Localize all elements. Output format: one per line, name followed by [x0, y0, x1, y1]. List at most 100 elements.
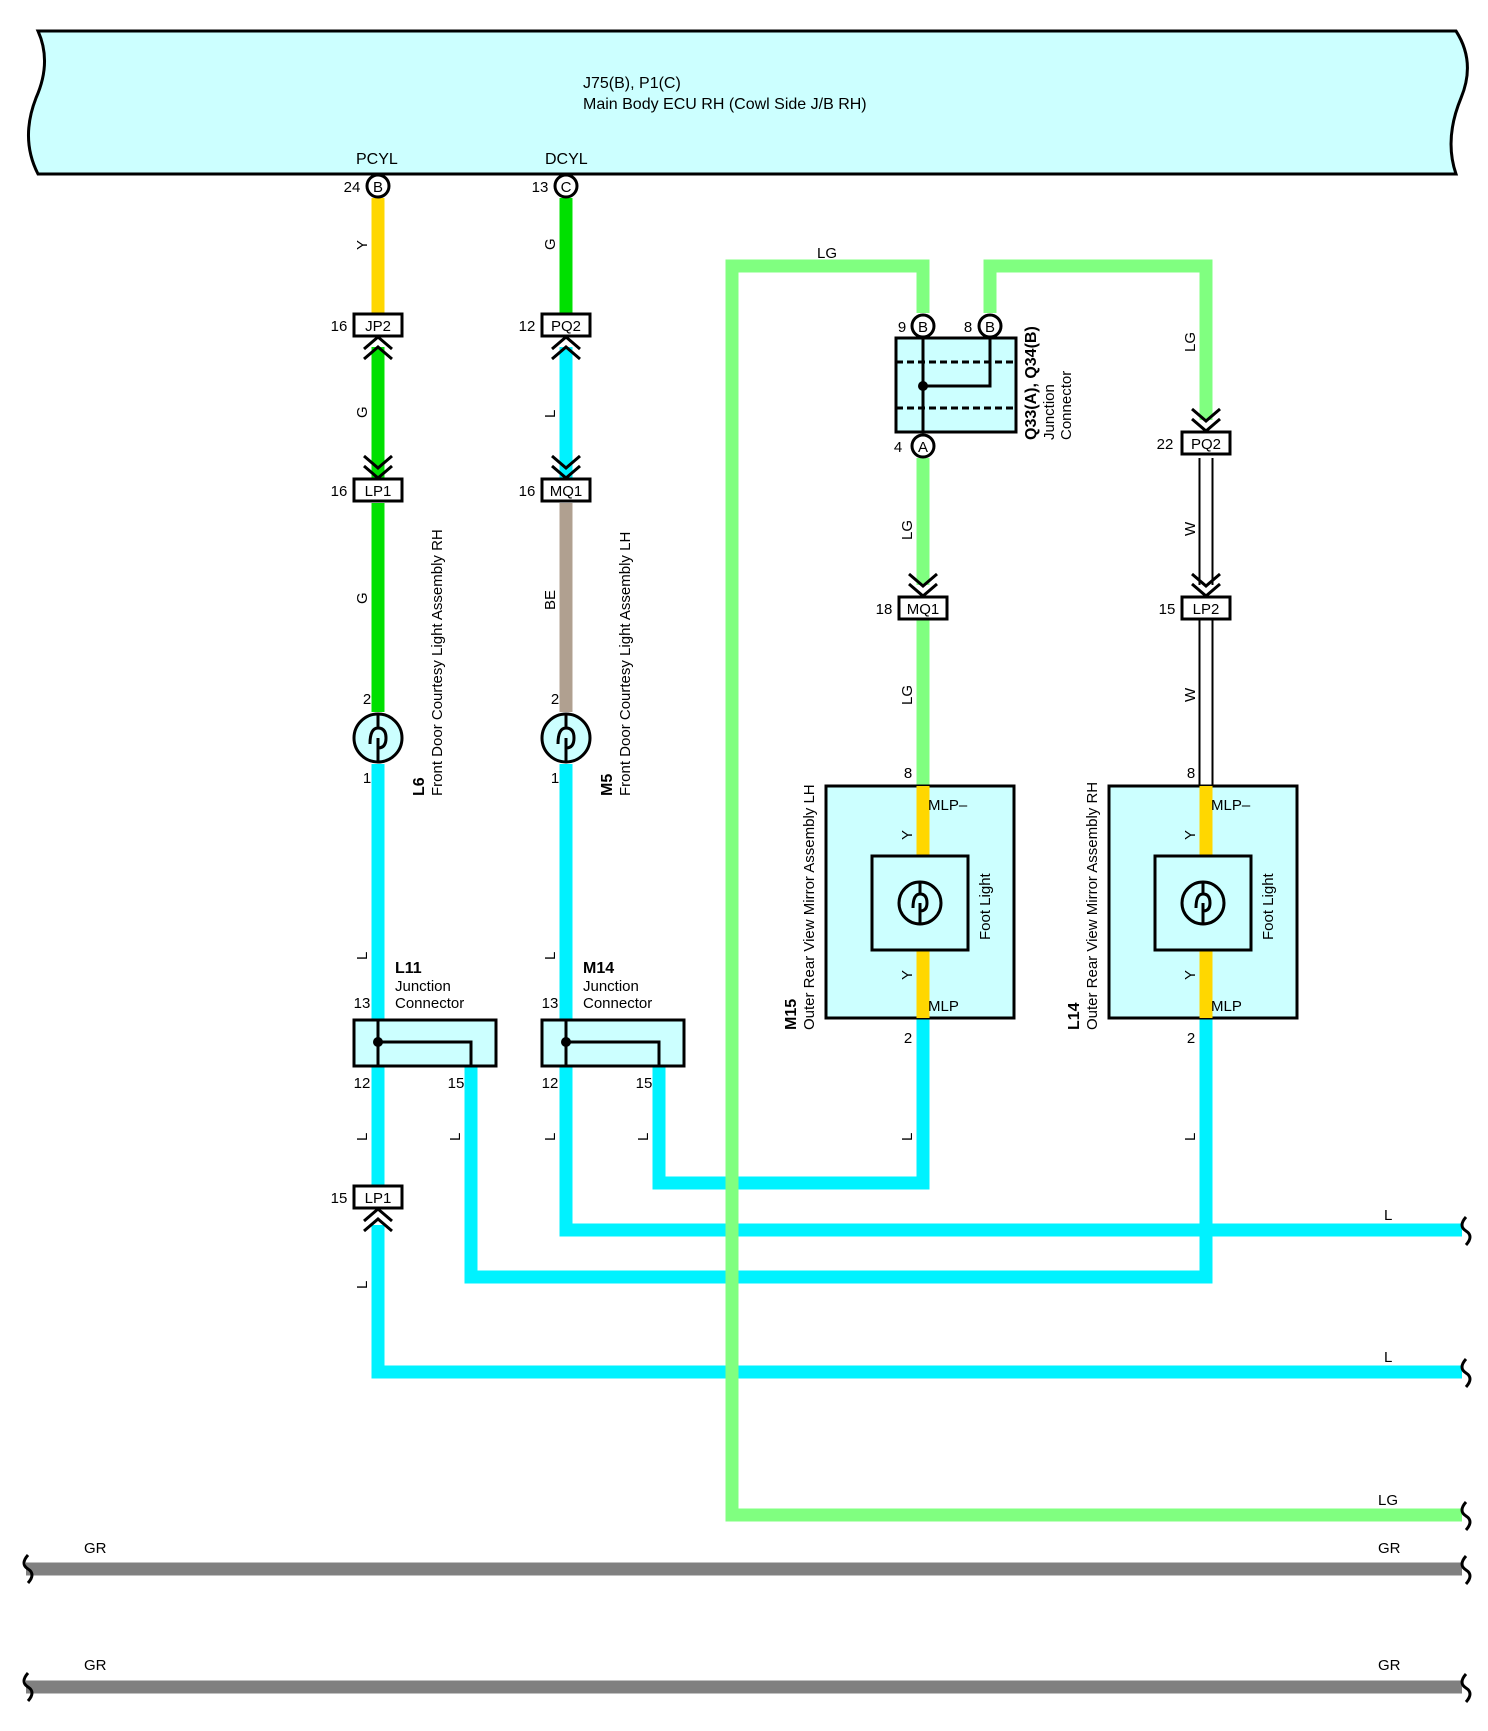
q33-pin8	[977, 313, 1003, 339]
mirror-l14-pin-top: 8	[1187, 765, 1195, 782]
junction-m14-line3: Connector	[583, 995, 652, 1012]
q33-node	[918, 381, 928, 391]
connector-pq2-left-label: PQ2	[551, 318, 581, 335]
q33-pin9-letter: B	[918, 319, 928, 336]
break-mark-gr-2-left	[22, 1672, 34, 1702]
mirror-m15-term-bottom: MLP	[928, 998, 959, 1015]
q33-pin9	[910, 313, 936, 339]
junction-m14-bus-branch	[566, 1040, 661, 1066]
wire-labels: Y G G L L L L G L BE L L L LG LG LG Y Y …	[84, 238, 1401, 1674]
connector-jp2-label: JP2	[365, 318, 391, 335]
mirror-m15-inner-label-wrap: Foot Light	[977, 872, 994, 940]
wire-label-g-2: G	[354, 592, 371, 604]
lamp-l6-id: L6	[411, 777, 428, 796]
junction-m14-id: M14	[583, 960, 614, 977]
break-mark-gr-1-right	[1460, 1555, 1472, 1585]
wire-label-y-5: Y	[1182, 970, 1199, 980]
q33-label: Q33(A), Q34(B) Junction Connector	[1023, 326, 1075, 440]
junction-l11-pin-out1: 12	[354, 1075, 371, 1092]
lamp-m5-pin-bottom: 1	[551, 770, 559, 787]
break-marks	[22, 1216, 1472, 1703]
junction-l11-pin-out2: 15	[448, 1075, 465, 1092]
junction-l11-line3: Connector	[395, 995, 464, 1012]
lamp-l6-name: Front Door Courtesy Light Assembly RH	[429, 529, 446, 796]
connector-lp2-arrow	[1191, 572, 1221, 598]
wire-label-w-2: W	[1182, 687, 1199, 702]
terminal-pcyl: PCYL	[356, 151, 398, 168]
wire-label-be: BE	[542, 590, 559, 610]
lamp-m5-label: M5 Front Door Courtesy Light Assembly LH	[599, 532, 634, 796]
connector-pq2-right-label: PQ2	[1191, 436, 1221, 453]
wire-label-y-2: Y	[899, 830, 916, 840]
pin-pcyl	[365, 173, 391, 199]
ecu-block	[26, 29, 1469, 176]
wire-label-lg-4: LG	[1182, 332, 1199, 352]
connector-mq1-right-arrow	[908, 572, 938, 598]
pin-pcyl-letter: B	[373, 179, 383, 196]
wire-label-w-1: W	[1182, 521, 1199, 536]
break-mark-lg	[1460, 1501, 1472, 1531]
wire-label-lg-3: LG	[899, 685, 916, 705]
break-mark-gr-2-right	[1460, 1673, 1472, 1703]
mirror-l14-name: Outer Rear View Mirror Assembly RH	[1084, 782, 1101, 1030]
mirror-l14-term-bottom: MLP	[1211, 998, 1242, 1015]
connector-mq1-left-pin: 16	[519, 483, 536, 500]
junction-l11-node	[373, 1037, 383, 1047]
wire-label-l-2: L	[354, 1133, 371, 1141]
mirror-l14-pin-bottom: 2	[1187, 1030, 1195, 1047]
mirror-m15-name: Outer Rear View Mirror Assembly LH	[801, 784, 818, 1030]
break-mark-l-1	[1460, 1216, 1472, 1246]
wire-label-gr-2: GR	[1378, 1540, 1401, 1557]
mirror-l14-filament-icon	[1194, 882, 1212, 924]
connector-jp2-pin: 16	[331, 318, 348, 335]
wire-label-l-12: L	[1384, 1349, 1392, 1366]
wire-label-l-5: L	[542, 410, 559, 418]
connector-lp1-top-arrow	[363, 454, 393, 480]
mirror-m15-label: M15 Outer Rear View Mirror Assembly LH	[783, 784, 818, 1030]
q33-label-line1: Q33(A), Q34(B)	[1023, 326, 1040, 440]
junction-m14-pin-out1: 12	[542, 1075, 559, 1092]
mirror-l14-inner-label: Foot Light	[1260, 872, 1277, 940]
connector-lp1-top-pin: 16	[331, 483, 348, 500]
connector-lp1-bottom-arrow	[363, 1207, 393, 1233]
wire-label-lg-1: LG	[817, 245, 837, 262]
wire-label-l-4: L	[447, 1133, 464, 1141]
lamp-m5-name: Front Door Courtesy Light Assembly LH	[617, 532, 634, 796]
wire-lg-loop	[725, 259, 1462, 1522]
wire-l-l11-pin15	[464, 1018, 1213, 1284]
lamp-l6	[352, 712, 404, 764]
mirror-m15-pin-bottom: 2	[904, 1030, 912, 1047]
terminal-dcyl: DCYL	[545, 151, 588, 168]
connector-pq2-left-pin: 12	[519, 318, 536, 335]
connector-pq2-right-arrow	[1191, 407, 1221, 433]
wire-label-l-3: L	[354, 1281, 371, 1289]
connector-lp2-label: LP2	[1193, 601, 1220, 618]
q33-pin4-letter: A	[918, 439, 928, 456]
junction-m14-pin-in: 13	[542, 995, 559, 1012]
lamp-m5-pin-top: 2	[551, 691, 559, 708]
connector-pq2-left-arrow	[551, 335, 581, 361]
break-mark-l-2	[1460, 1358, 1472, 1388]
lamp-l6-pin-top: 2	[363, 691, 371, 708]
junction-m14-node	[561, 1037, 571, 1047]
pin-dcyl	[553, 173, 579, 199]
connector-mq1-left-label: MQ1	[550, 483, 583, 500]
connector-mq1-right-pin: 18	[876, 601, 893, 618]
mirror-m15-inner-label: Foot Light	[977, 872, 994, 940]
mirror-m15-id: M15	[783, 999, 800, 1030]
ecu-title: J75(B), P1(C)	[583, 75, 681, 92]
wire-label-gr-1: GR	[84, 1540, 107, 1557]
lamp-l6-pin-bottom: 1	[363, 770, 371, 787]
wire-label-l-11: L	[1384, 1207, 1392, 1224]
wire-label-gr-4: GR	[1378, 1657, 1401, 1674]
wire-label-y-4: Y	[1182, 830, 1199, 840]
wire-label-l-10: L	[1182, 1133, 1199, 1141]
lamp-l6-label: L6 Front Door Courtesy Light Assembly RH	[411, 529, 446, 796]
connector-pq2-right-pin: 22	[1157, 436, 1174, 453]
q33-label-line2: Junction	[1041, 384, 1058, 440]
q33-bus-right	[923, 338, 992, 388]
wire-label-y-3: Y	[899, 970, 916, 980]
pin-dcyl-letter: C	[561, 179, 572, 196]
wire-label-l-8: L	[635, 1133, 652, 1141]
q33-pin8-num: 8	[964, 319, 972, 336]
